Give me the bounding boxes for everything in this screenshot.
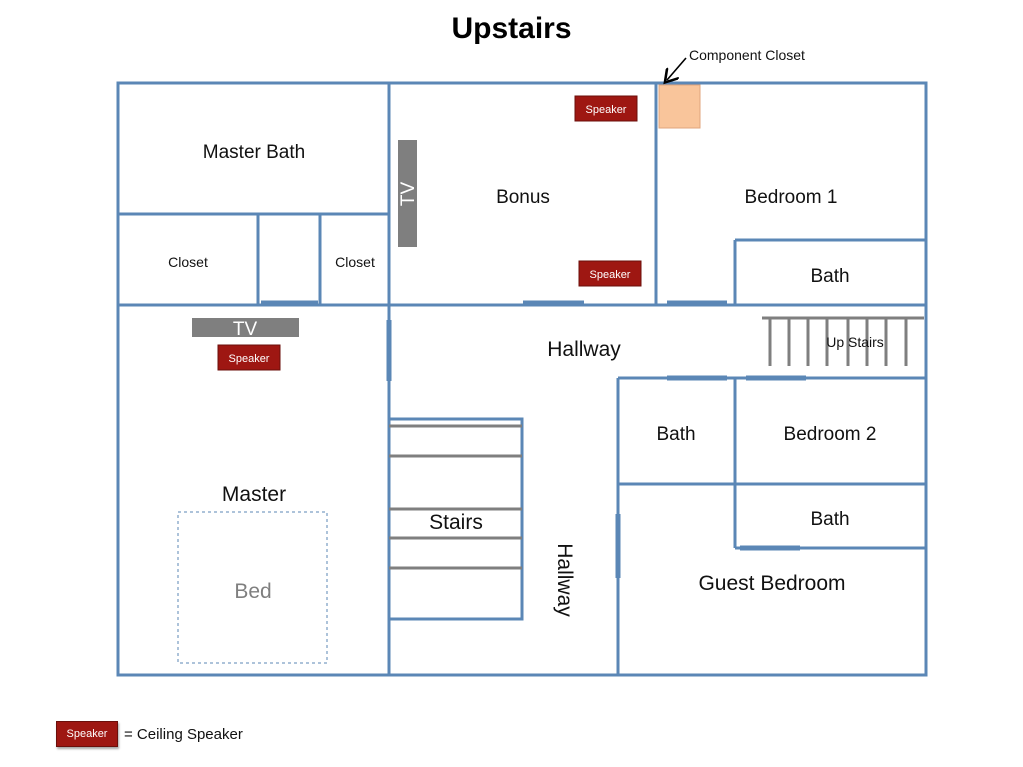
- component-closet-label: Component Closet: [689, 47, 805, 63]
- room-bath-low: Bath: [810, 509, 849, 530]
- room-closet-left: Closet: [168, 254, 208, 270]
- room-bedroom2: Bedroom 2: [784, 424, 877, 445]
- room-stairs: Stairs: [429, 511, 483, 534]
- up-stairs-label: Up Stairs: [826, 334, 884, 350]
- legend: Speaker = Ceiling Speaker: [56, 721, 243, 747]
- callout-arrow: [667, 57, 687, 80]
- tv-bonus-label: TV: [398, 182, 419, 207]
- legend-text: = Ceiling Speaker: [124, 725, 243, 743]
- tv-master-label: TV: [233, 319, 258, 340]
- speaker-master: Speaker: [217, 344, 281, 371]
- stairs-box: [387, 417, 524, 621]
- room-hallway-vertical: Hallway: [553, 543, 576, 617]
- page-title: Upstairs: [451, 12, 572, 45]
- speaker-label: Speaker: [590, 269, 631, 281]
- legend-speaker-swatch: Speaker: [56, 721, 118, 747]
- room-bath-top: Bath: [810, 266, 849, 287]
- component-closet: [658, 84, 701, 129]
- speaker-label: Speaker: [586, 104, 627, 116]
- room-bonus: Bonus: [496, 187, 550, 208]
- bed-label: Bed: [234, 580, 271, 603]
- room-master: Master: [222, 483, 286, 506]
- room-guest-bedroom: Guest Bedroom: [698, 572, 845, 595]
- tv-bonus: [398, 140, 417, 247]
- room-closet-right: Closet: [335, 254, 375, 270]
- room-hallway: Hallway: [547, 338, 621, 361]
- room-bedroom1: Bedroom 1: [745, 187, 838, 208]
- tv-master: [192, 318, 299, 337]
- speaker-label: Speaker: [229, 353, 270, 365]
- speaker-bonus-top: Speaker: [574, 95, 638, 122]
- bed: [177, 511, 328, 664]
- speaker-bonus-bottom: Speaker: [578, 260, 642, 287]
- room-master-bath: Master Bath: [203, 142, 305, 163]
- room-bath-mid: Bath: [656, 424, 695, 445]
